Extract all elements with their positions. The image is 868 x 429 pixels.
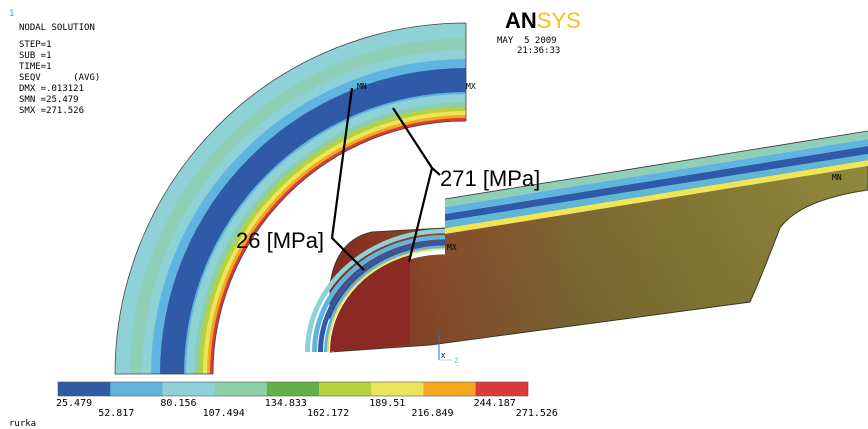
- ansys-logo: ANSYS: [505, 8, 581, 33]
- axis-triad: Y X Z: [436, 328, 458, 365]
- legend-swatch: [162, 382, 216, 396]
- legend-label: 80.156: [160, 398, 196, 409]
- axis-y-label: Y: [436, 328, 441, 336]
- date-label: MAY 5 2009: [497, 36, 557, 46]
- legend-label: 107.494: [203, 408, 245, 419]
- legend-label: 162.172: [307, 408, 349, 419]
- legend-swatch: [475, 382, 529, 396]
- info-title: NODAL SOLUTION: [19, 23, 95, 33]
- legend-swatch: [214, 382, 268, 396]
- legend-swatch: [266, 382, 320, 396]
- legend-label: 25.479: [56, 398, 92, 409]
- time-label: 21:36:33: [517, 46, 560, 56]
- info-line: SMX =271.526: [19, 106, 84, 116]
- mx-label-right: MX: [447, 243, 457, 252]
- ring-outline: [114, 22, 467, 375]
- info-line: TIME=1: [19, 62, 52, 72]
- legend-swatch: [58, 382, 111, 396]
- legend-swatch: [371, 382, 424, 396]
- info-line: DMX =.013121: [19, 84, 84, 94]
- axis-x-label: X: [441, 352, 446, 360]
- legend-label: 189.51: [369, 398, 405, 409]
- legend-label: 216.849: [411, 408, 453, 419]
- legend-label: 134.833: [265, 398, 307, 409]
- info-line: SUB =1: [19, 51, 52, 61]
- min-stress-callout: 26 [MPa]: [236, 228, 324, 253]
- legend-label: 271.526: [516, 408, 558, 419]
- legend-label: 244.187: [474, 398, 516, 409]
- pipe-end-inner: [329, 255, 410, 352]
- legend-label: 52.817: [98, 408, 134, 419]
- legend-swatch: [319, 382, 372, 396]
- mn-label-right: MN: [832, 173, 842, 182]
- info-block: NODAL SOLUTION STEP=1 SUB =1 TIME=1 SEQV…: [19, 23, 100, 116]
- contour-legend: 25.479 80.156 134.833 189.51 244.187 52.817 10…: [56, 381, 558, 419]
- legend-frame: [57, 381, 529, 397]
- legend-swatch: [423, 382, 477, 396]
- window-number: 1: [9, 9, 14, 19]
- info-line: STEP=1: [19, 40, 52, 50]
- max-stress-callout: 271 [MPa]: [440, 166, 540, 191]
- legend-swatch: [110, 382, 163, 396]
- info-line: SMN =25.479: [19, 95, 79, 105]
- mn-label-left: MN: [357, 82, 367, 91]
- pipe-3d-model: [305, 130, 868, 353]
- footer-label: rurka: [9, 419, 36, 429]
- pipe-top-bands: [445, 160, 868, 234]
- callout-lines: [330, 87, 441, 271]
- axis-z-label: Z: [454, 357, 458, 365]
- mx-label-left: MX: [466, 82, 476, 91]
- info-line: SEQV (AVG): [19, 73, 100, 83]
